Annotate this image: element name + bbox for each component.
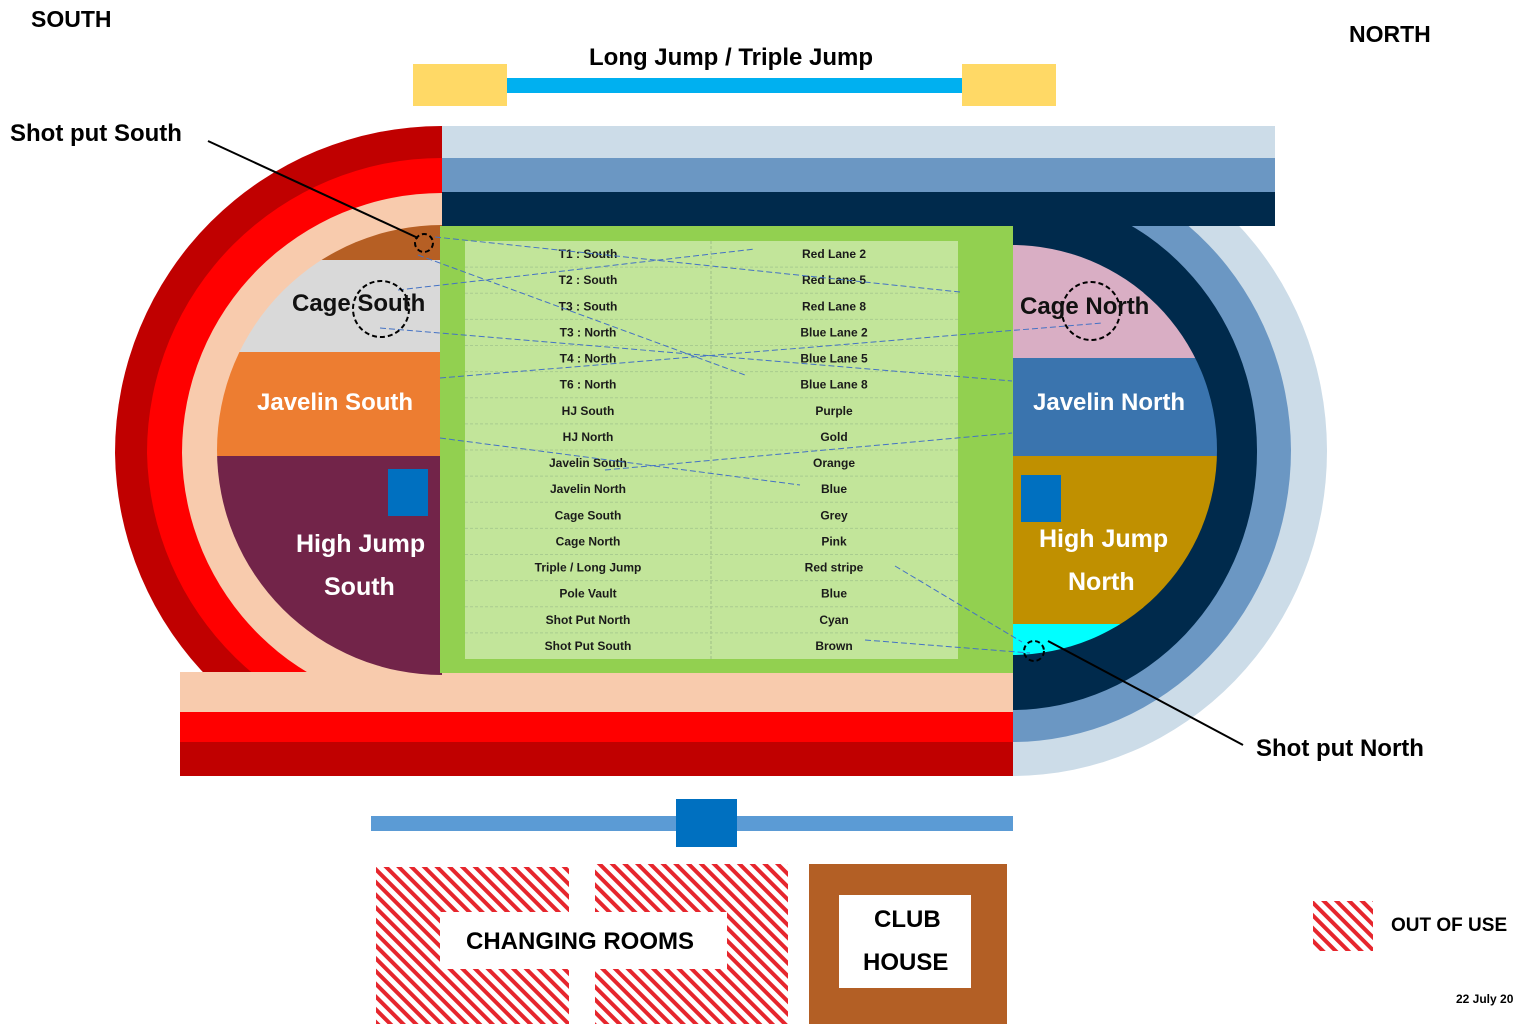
table-event-cell: Shot Put North (546, 613, 631, 627)
table-event-cell: T6 : North (560, 378, 617, 392)
table-event-cell: Shot Put South (545, 639, 632, 653)
legend-table-rows: T1 : South Red Lane 2 T2 : South Red Lane 5… (535, 247, 868, 653)
table-event-cell: HJ North (563, 430, 614, 444)
table-colour-cell: Blue Lane 5 (800, 352, 868, 366)
club-house-label-line2: HOUSE (863, 949, 949, 976)
table-colour-cell: Red Lane 5 (802, 273, 866, 287)
table-colour-cell: Gold (820, 430, 847, 444)
shot-put-north-label: Shot put North (1256, 735, 1424, 762)
changing-rooms-label: CHANGING ROOMS (466, 928, 694, 955)
table-colour-cell: Brown (815, 639, 852, 653)
leader-lines (379, 236, 1103, 654)
table-colour-cell: Red stripe (805, 561, 864, 575)
compass-north: NORTH (1349, 21, 1431, 47)
shot-put-south-circle (414, 233, 434, 253)
table-colour-cell: Purple (815, 404, 853, 418)
long-jump-runway (413, 64, 1056, 106)
table-event-cell: Pole Vault (559, 587, 616, 601)
table-colour-cell: Grey (820, 508, 848, 522)
table-colour-cell: Orange (813, 456, 855, 470)
table-event-cell: Cage South (555, 508, 622, 522)
cage-south-circle (352, 280, 410, 338)
table-event-cell: T3 : South (559, 299, 618, 313)
javelin-south-label: Javelin South (257, 389, 414, 416)
table-colour-cell: Cyan (819, 613, 848, 627)
table-colour-cell: Blue (821, 587, 847, 601)
date-label: 22 July 20 (1456, 992, 1514, 1006)
shot-put-north-pointer (1047, 640, 1244, 746)
table-event-cell: Javelin North (550, 482, 626, 496)
out-of-use-swatch (1313, 901, 1373, 951)
out-of-use-label: OUT OF USE (1391, 915, 1508, 936)
table-colour-cell: Blue Lane 8 (800, 378, 868, 392)
club-house-label-line1: CLUB (874, 906, 941, 933)
table-event-cell: Cage North (556, 534, 621, 548)
club-house-label-box (839, 895, 971, 988)
shot-put-south-label: Shot put South (10, 120, 182, 147)
cage-north-label: Cage North (1020, 293, 1150, 320)
table-colour-cell: Red Lane 8 (802, 299, 866, 313)
changing-rooms-label-box (440, 912, 727, 969)
cage-south-label: Cage South (292, 290, 426, 317)
table-event-cell: HJ South (562, 404, 615, 418)
table-event-cell: Javelin South (549, 456, 627, 470)
high-jump-north-label-line2: North (1068, 568, 1135, 596)
javelin-north-label: Javelin North (1033, 389, 1186, 416)
table-event-cell: T1 : South (559, 247, 618, 261)
javelin-south-zone (217, 352, 442, 456)
shot-put-north-circle (1023, 640, 1045, 662)
pole-vault-south-box (388, 469, 428, 516)
table-colour-cell: Red Lane 2 (802, 247, 866, 261)
legend-table-grid (465, 241, 958, 659)
table-colour-cell: Pink (821, 534, 847, 548)
pole-vault-north-box (1021, 475, 1061, 522)
table-event-cell: T4 : North (560, 352, 617, 366)
table-colour-cell: Blue (821, 482, 847, 496)
back-straight (442, 126, 1275, 226)
table-colour-cell: Blue Lane 2 (800, 325, 868, 339)
table-event-cell: T2 : South (559, 273, 618, 287)
pole-vault-runway (371, 799, 1013, 847)
compass-south: SOUTH (31, 6, 112, 32)
long-jump-label: Long Jump / Triple Jump (589, 44, 874, 71)
high-jump-north-label-line1: High Jump (1039, 525, 1169, 553)
shot-put-south-pointer (207, 140, 419, 239)
home-straight (180, 672, 1013, 776)
javelin-north-zone (1012, 358, 1217, 456)
high-jump-south-label-line1: High Jump (296, 530, 426, 558)
table-event-cell: T3 : North (560, 325, 617, 339)
table-event-cell: Triple / Long Jump (535, 561, 642, 575)
high-jump-south-label-line2: South (324, 573, 395, 601)
cage-north-circle (1061, 281, 1121, 341)
